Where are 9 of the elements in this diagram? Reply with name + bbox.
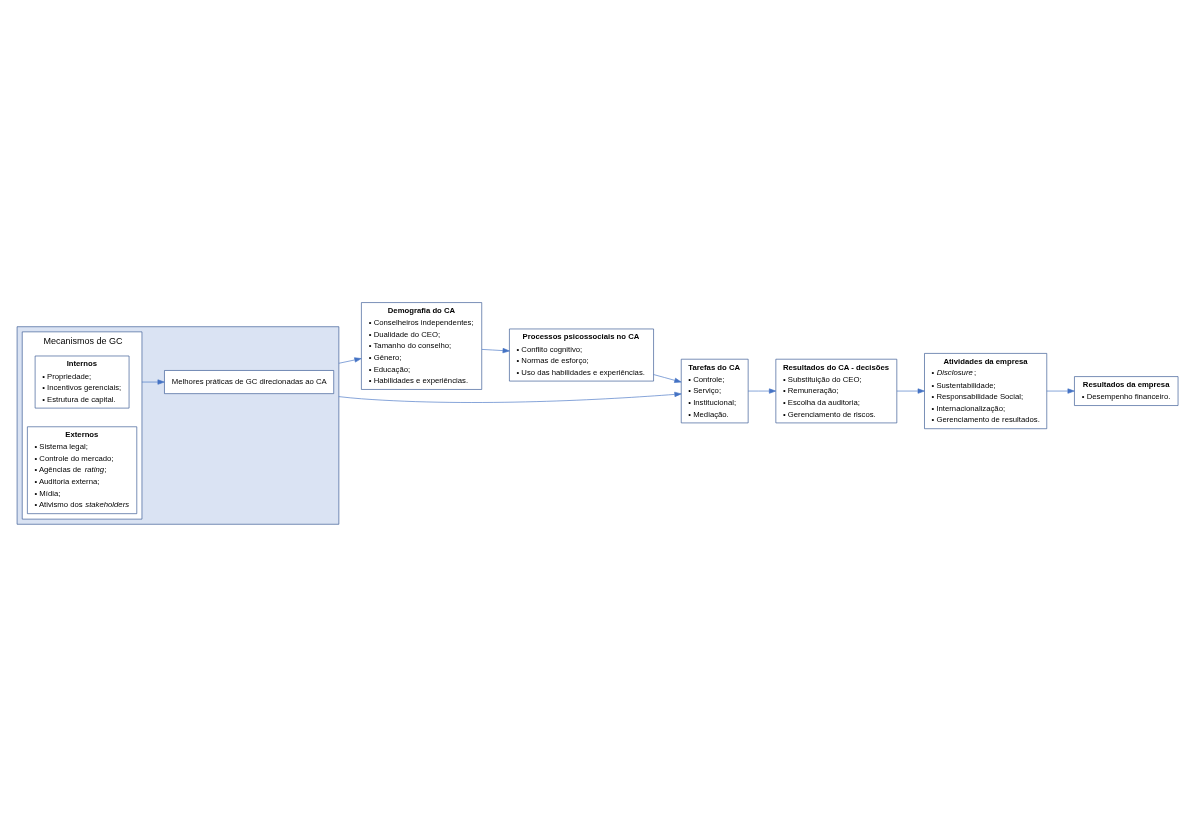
arrow (1046, 388, 1075, 394)
arrow (481, 348, 510, 354)
arrow (653, 374, 682, 383)
arrow (338, 391, 682, 403)
arrow (141, 379, 165, 385)
arrow (896, 388, 925, 394)
cluster (16, 326, 340, 525)
arrow (747, 388, 777, 394)
arrow (338, 357, 362, 364)
